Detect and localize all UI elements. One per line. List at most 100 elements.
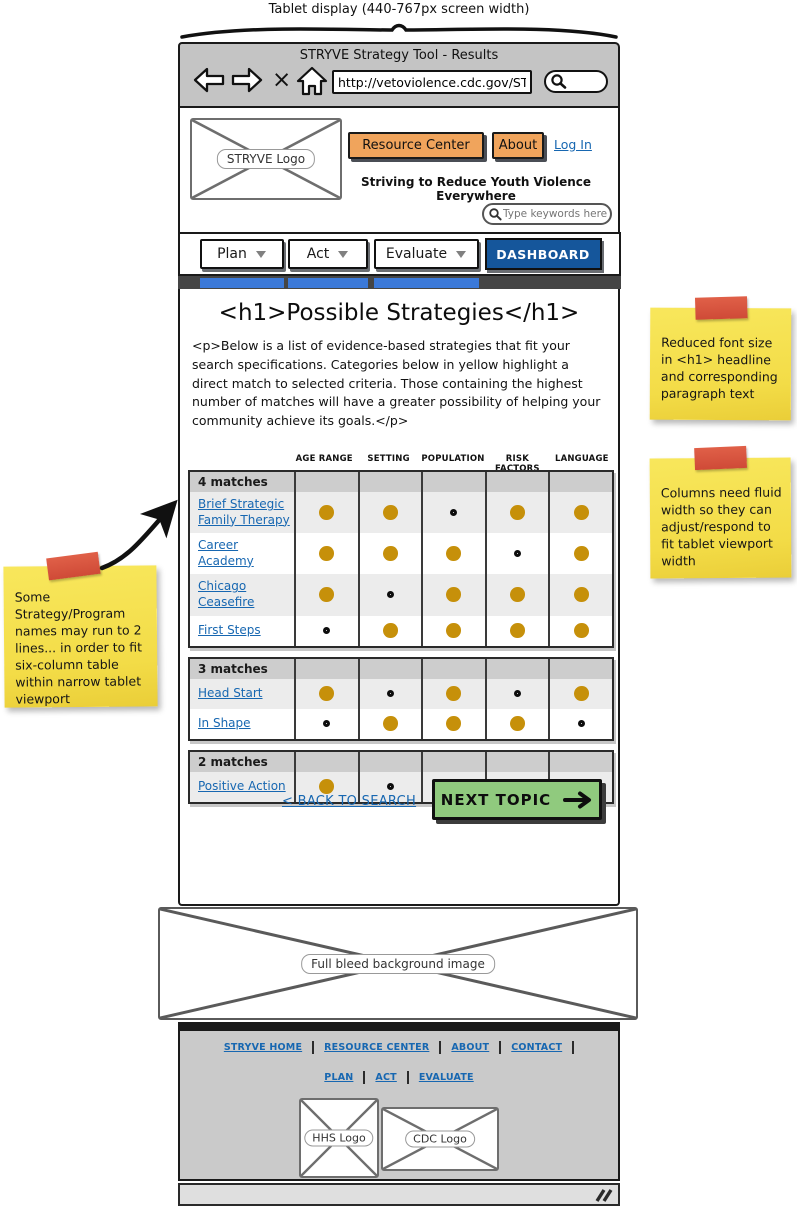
next-topic-button[interactable]: NEXT TOPIC xyxy=(432,779,602,820)
footer-link[interactable]: RESOURCE CENTER xyxy=(324,1042,430,1053)
annotation-arrow xyxy=(99,499,178,571)
arrow-right-icon xyxy=(563,791,592,808)
login-link[interactable]: Log In xyxy=(554,137,592,152)
strategy-link[interactable]: Head Start xyxy=(198,685,263,700)
stop-icon[interactable]: × xyxy=(272,67,292,93)
match-cell xyxy=(484,615,549,646)
match-cell xyxy=(294,708,358,739)
about-button[interactable]: About xyxy=(492,132,544,159)
strategy-name-cell: Career Academy xyxy=(190,533,294,574)
footer-link[interactable]: STRYVE HOME xyxy=(223,1042,303,1053)
match-dot-filled-icon xyxy=(573,546,589,562)
match-dot-filled-icon xyxy=(446,587,462,603)
match-dot-filled-icon xyxy=(573,505,589,521)
match-dot-open-icon xyxy=(450,509,458,517)
stryve-logo: STRYVE Logo xyxy=(190,118,342,200)
match-cell xyxy=(548,615,612,646)
keyword-search-box[interactable] xyxy=(482,203,612,225)
match-cell xyxy=(294,574,358,616)
strategy-name-cell: Brief Strategic Family Therapy xyxy=(190,492,294,533)
strategy-link[interactable]: First Steps xyxy=(198,622,261,637)
footer-link[interactable]: ABOUT xyxy=(451,1042,490,1053)
match-cell xyxy=(294,771,358,802)
strategy-link[interactable]: Positive Action xyxy=(198,778,286,793)
keyword-search-input[interactable] xyxy=(503,208,607,220)
match-dot-filled-icon xyxy=(510,587,526,603)
forward-icon[interactable] xyxy=(230,66,264,94)
match-cell xyxy=(548,574,612,616)
footer-link[interactable]: EVALUATE xyxy=(418,1072,474,1083)
back-to-search-link[interactable]: < BACK TO SEARCH xyxy=(282,794,417,809)
nav-evaluate-dropdown[interactable]: Evaluate xyxy=(373,239,479,269)
note-text: Some Strategy/Program names may run to 2… xyxy=(14,589,143,707)
match-dot-filled-icon xyxy=(382,623,398,639)
window-bottom-bar xyxy=(178,1183,620,1206)
brace-squiggle xyxy=(180,23,618,39)
cdc-logo-label: CDC Logo xyxy=(405,1130,475,1148)
strategy-link[interactable]: Brief Strategic Family Therapy xyxy=(198,497,290,527)
match-dot-open-icon xyxy=(323,627,331,635)
resource-center-button[interactable]: Resource Center xyxy=(348,132,484,159)
match-dot-filled-icon xyxy=(382,546,398,562)
match-dot-open-icon xyxy=(386,591,394,599)
browser-chrome: STRYVE Strategy Tool - Results × xyxy=(178,42,620,108)
strategy-link[interactable]: In Shape xyxy=(198,715,251,730)
match-dot-filled-icon xyxy=(446,686,462,702)
browser-title: STRYVE Strategy Tool - Results xyxy=(299,48,499,63)
group-header: 3 matches xyxy=(190,658,612,679)
column-header: AGE RANGE xyxy=(295,454,353,464)
footer-separator xyxy=(499,1041,502,1054)
match-dot-filled-icon xyxy=(573,623,589,639)
note-two-line-names: Some Strategy/Program names may run to 2… xyxy=(3,551,158,708)
progress-segment xyxy=(199,277,284,288)
site-footer: STRYVE HOME RESOURCE CENTER ABOUT CONTACT P… xyxy=(178,1031,620,1181)
footer-secondary-links: PLAN ACT EVALUATE xyxy=(180,1071,618,1084)
match-dot-open-icon xyxy=(514,690,522,698)
match-cell xyxy=(294,678,358,709)
match-dot-filled-icon xyxy=(510,716,526,732)
match-cell xyxy=(294,492,358,534)
browser-search-box[interactable] xyxy=(544,70,608,93)
footer-link[interactable]: ACT xyxy=(375,1072,397,1083)
back-icon[interactable] xyxy=(192,66,226,94)
footer-link[interactable]: CONTACT xyxy=(511,1042,563,1053)
nav-act-dropdown[interactable]: Act xyxy=(287,239,368,269)
strategy-link[interactable]: Career Academy xyxy=(198,538,254,568)
strategy-link[interactable]: Chicago Ceasefire xyxy=(198,579,255,609)
match-cell xyxy=(357,615,422,646)
tablet-page: STRYVE Logo Resource Center About Log In… xyxy=(177,106,621,906)
match-dot-open-icon xyxy=(386,690,394,698)
hhs-logo-label: HHS Logo xyxy=(304,1129,374,1147)
strategy-name-cell: Head Start xyxy=(190,679,294,709)
note-text: Columns need fluid width so they can adj… xyxy=(660,484,782,569)
group-header: 2 matches xyxy=(190,751,612,772)
match-dot-filled-icon xyxy=(510,505,526,521)
group-header-cell xyxy=(548,472,612,492)
match-cell xyxy=(484,533,549,575)
tape-icon xyxy=(694,296,748,320)
footer-separator xyxy=(439,1041,442,1054)
footer-link[interactable]: PLAN xyxy=(324,1072,354,1083)
group-label: 4 matches xyxy=(198,475,268,489)
group-header-cell xyxy=(357,751,422,772)
match-cell xyxy=(294,533,358,575)
resize-grip-icon[interactable] xyxy=(593,1188,613,1203)
progress-segment xyxy=(373,277,479,288)
footer-separator xyxy=(312,1041,315,1054)
group-header-cell xyxy=(484,472,549,492)
group-header-cell xyxy=(294,751,358,772)
nav-plan-dropdown[interactable]: Plan xyxy=(199,239,284,269)
strategy-row: Brief Strategic Family Therapy xyxy=(190,492,612,534)
match-dot-open-icon xyxy=(514,550,522,558)
chevron-down-icon xyxy=(456,250,467,258)
home-icon[interactable] xyxy=(296,66,328,96)
stryve-logo-label: STRYVE Logo xyxy=(216,149,316,169)
match-dot-filled-icon xyxy=(382,505,398,521)
match-dot-open-icon xyxy=(577,720,585,728)
dashboard-button[interactable]: DASHBOARD xyxy=(484,238,602,270)
url-input[interactable] xyxy=(332,70,532,94)
group-header-cell xyxy=(357,472,422,492)
match-cell xyxy=(357,678,422,709)
strategy-row: Chicago Ceasefire xyxy=(190,574,612,616)
